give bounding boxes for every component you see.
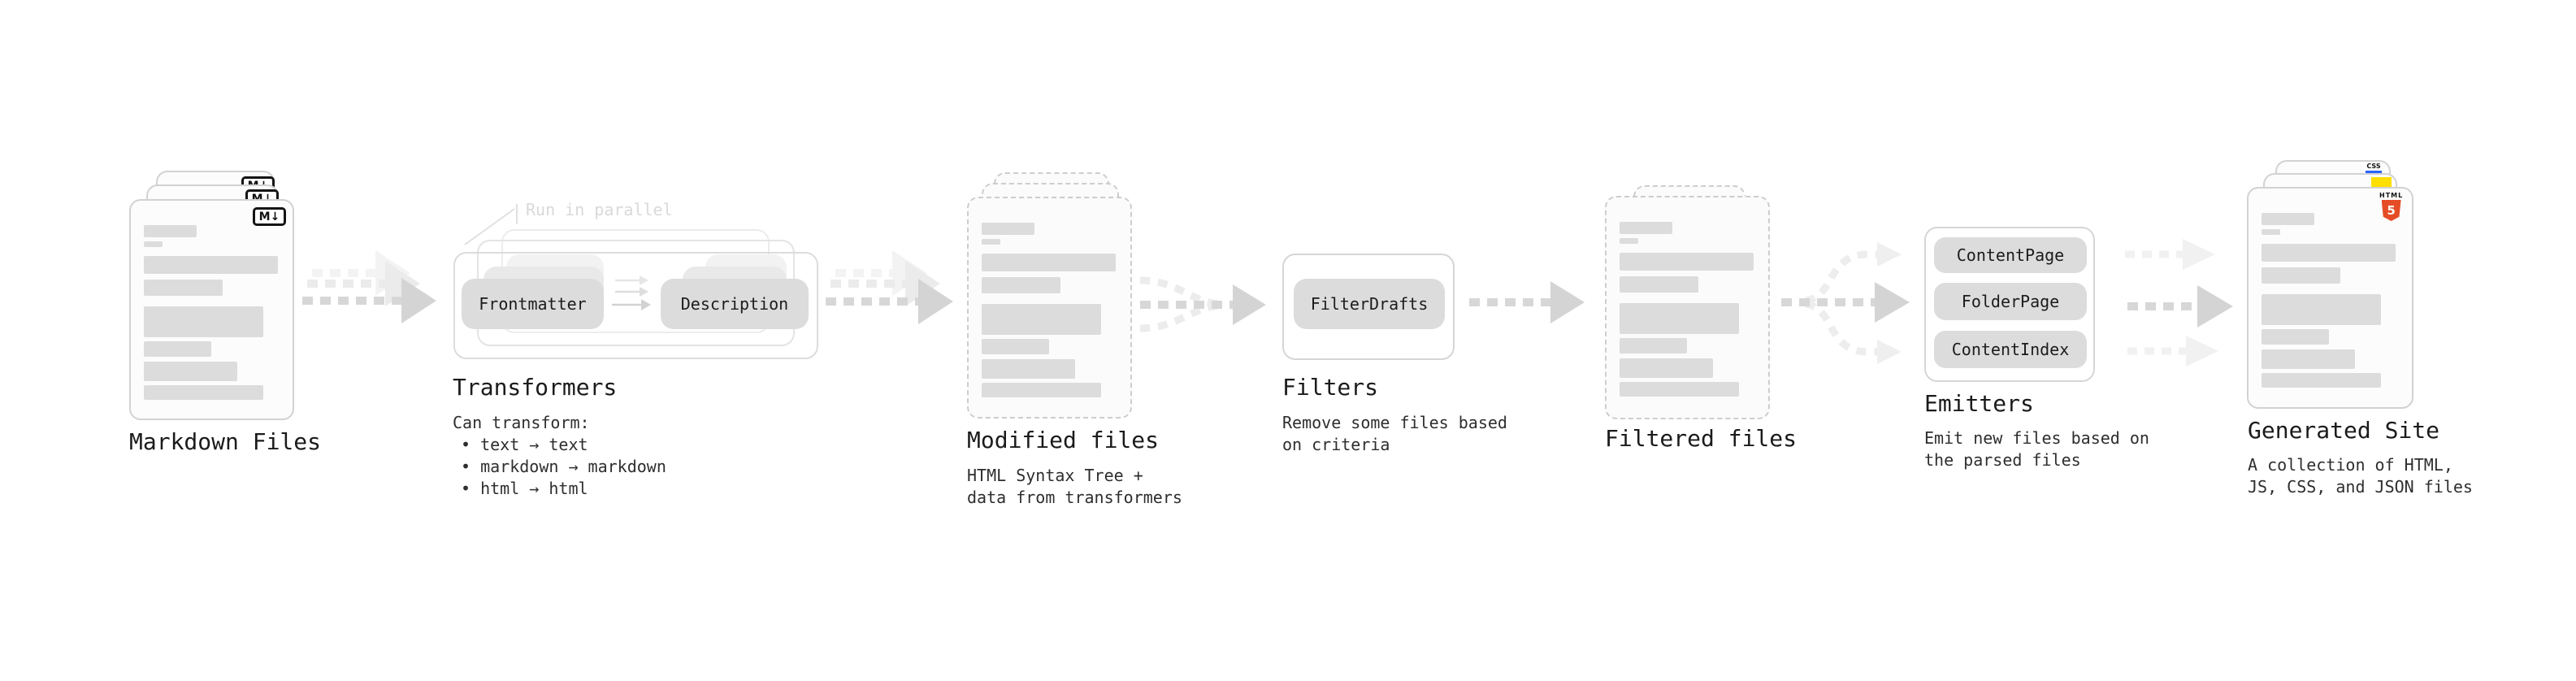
emitters-label: Emitters <box>1924 390 2034 417</box>
markdown-files-label: Markdown Files <box>129 428 322 455</box>
html5-icon: HTML 5 <box>2379 193 2403 221</box>
arrow-markdown-to-transformers <box>302 250 436 323</box>
arrow-modified-to-filters <box>1139 276 1266 332</box>
modified-files-label: Modified files <box>967 427 1160 453</box>
arrow-frontmatter-to-description <box>612 275 651 310</box>
contentindex-pill: ContentIndex <box>1934 331 2087 368</box>
emitters-description: Emit new files based on the parsed files <box>1924 428 2149 470</box>
filtered-files-label: Filtered files <box>1605 425 1798 452</box>
filterdrafts-pill: FilterDrafts <box>1294 279 1445 329</box>
filters-label: Filters <box>1282 374 1379 401</box>
run-in-parallel-annotation: Run in parallel <box>526 200 673 219</box>
transformers-label: Transformers <box>453 374 618 401</box>
markdown-file-card-front <box>129 199 294 420</box>
markdown-icon: M↓ <box>253 207 286 226</box>
filtered-file-card-front <box>1605 196 1770 419</box>
transformers-description: Can transform: • text → text • markdown … <box>453 413 666 498</box>
modified-file-card-front <box>967 197 1132 419</box>
arrow-filters-to-filtered <box>1469 281 1585 323</box>
arrow-filtered-to-emitters <box>1781 242 1910 364</box>
description-pill: Description <box>661 279 809 329</box>
transformer-group-box-front <box>453 252 818 359</box>
arrow-emitters-to-site <box>2125 239 2233 367</box>
css-icon: CSS <box>2366 163 2382 174</box>
site-file-card-front <box>2247 187 2413 409</box>
folderpage-pill: FolderPage <box>1934 283 2087 320</box>
generated-site-description: A collection of HTML, JS, CSS, and JSON … <box>2248 455 2473 497</box>
generated-site-label: Generated Site <box>2248 417 2440 444</box>
frontmatter-pill: Frontmatter <box>462 279 604 329</box>
filters-description: Remove some files based on criteria <box>1282 413 1507 454</box>
run-in-parallel-leader-line <box>464 204 518 245</box>
contentpage-pill: ContentPage <box>1934 237 2087 273</box>
modified-files-description: HTML Syntax Tree + data from transformer… <box>967 466 1182 507</box>
arrow-transformers-to-modified <box>826 250 953 324</box>
